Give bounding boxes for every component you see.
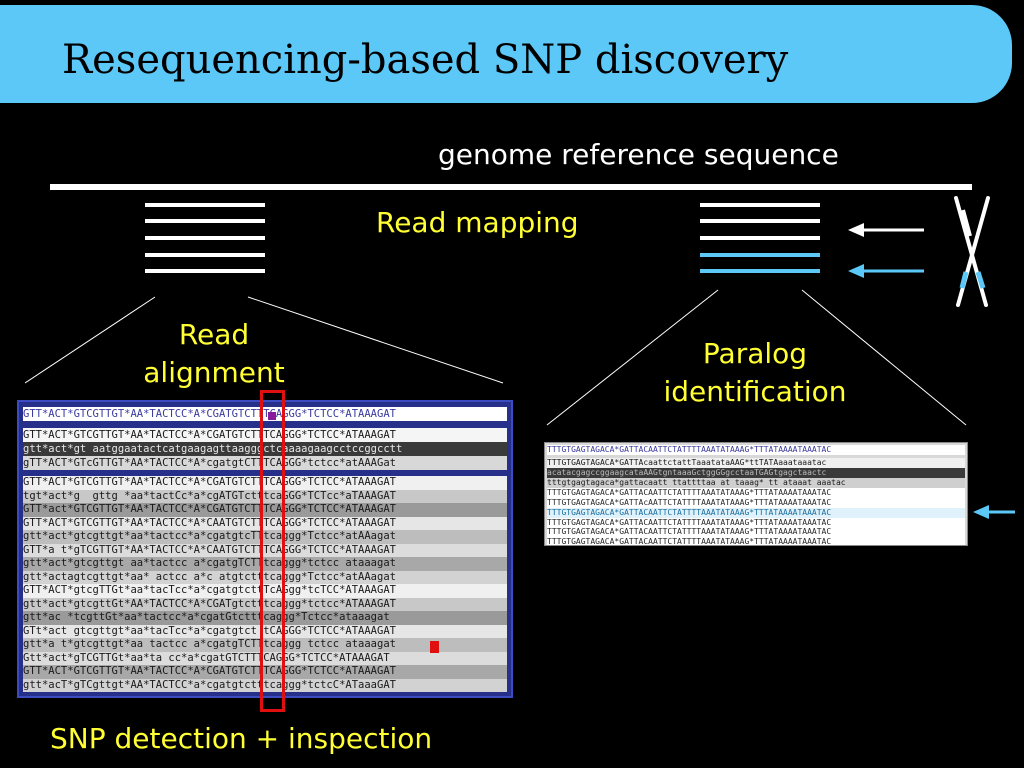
paralog-read-row: TTTGTGAGTAGACA*GATTACAATTCTATTTTAAATATAA… (547, 488, 965, 498)
white-arrow (848, 223, 924, 237)
paralog-label: Paralog identification (640, 335, 870, 411)
alignment-read-row: GTt*act gtcgttgt*aa*tacTcc*a*cgatgtct tC… (23, 624, 507, 638)
alignment-read-row: gtt*acT*gTCgttgt*AA*TACTCC*a*cgatgtctttc… (23, 678, 507, 692)
alignment-group-1: GTT*ACT*GTCGTTGT*AA*TACTCC*A*CGATGTCTTTC… (23, 428, 507, 470)
snp-highlight-dot (268, 412, 276, 420)
paralog-read-row: TTTGTGAGTAGACA*GATTACAATTCTATTTTAAATATAA… (547, 508, 965, 518)
alignment-read-row: GTT*act*GTCGTTGT*AA*TACTCC*A*CGATGTCTTTC… (23, 503, 507, 517)
snp-highlight-cell (430, 641, 439, 653)
read-alignment-label-line2: alignment (143, 356, 285, 389)
alignment-read-row: GTT*ACT*GTCGTTGT*AA*TACTCC*A*CGATGTCTTTC… (23, 428, 507, 442)
paralog-row-arrow (973, 505, 1015, 519)
blue-arrow (848, 264, 924, 278)
alignment-read-row: GTT*ACT*GTCGTTGT*AA*TACTCC*A*CAATGTCTTTC… (23, 516, 507, 530)
read-alignment-label: Read alignment (120, 316, 308, 392)
alignment-read-row: GTT*ACT*gtcgTTGt*aa*tacTcc*a*cgatgtcttTc… (23, 584, 507, 598)
paralog-header-row: TTTGTGAGTAGACA*GATTACAATTCTATTTTAAATATAA… (547, 445, 965, 455)
alignment-read-row: GTT*ACT*GTCGTTGT*AA*TACTCC*A*CGATGTCTTTC… (23, 665, 507, 679)
alignment-read-row: gtt*act*gtcgttGt*AA*TACTCC*A*CGATgtctttc… (23, 597, 507, 611)
paralog-label-line2: identification (663, 375, 847, 408)
alignment-read-row: gtt*act*gt aatggaatactcatgaagagttaagggct… (23, 442, 507, 456)
page-title: Resequencing-based SNP discovery (62, 37, 789, 83)
paralog-read-row: TTTGTGAGTAGACA*GATTACAATTCTATTTTAAATATAA… (547, 517, 965, 527)
read-alignment-label-line1: Read (178, 318, 250, 351)
alignment-read-row: GTT*ACT*GTCGTTGT*AA*TACTCC*A*CGATGTCTTTC… (23, 476, 507, 490)
alignment-read-row: gTT*ACT*GTcGTTGT*AA*TACTCC*A*cgatgtCTTTC… (23, 456, 507, 470)
paralog-read-row: acatacgagccggaagcataAAGtgntaaaGctggGGgcc… (547, 468, 965, 478)
alignment-header-row: GTT*ACT*GTCGTTGT*AA*TACTCC*A*CGATGTCTTTC… (23, 407, 507, 421)
zoom-line (24, 296, 156, 384)
paralog-alignment-panel: TTTGTGAGTAGACA*GATTACAATTCTATTTTAAATATAA… (544, 442, 968, 546)
zoom-line (247, 296, 504, 384)
left-read-stack (145, 203, 265, 273)
paralog-read-row: tttgtgagtagaca*gattacaatt ttattttaa at t… (547, 478, 965, 488)
paralog-read-row: TTTGTGAGTAGACA*GATTAcAATTCTATTTTAAATATAA… (547, 498, 965, 508)
alignment-read-row: gtt*act*gtcgttgt*aa*tactcc*a*cgatgtcTTtc… (23, 530, 507, 544)
paralog-group-2: TTTGTGAGTAGACA*GATTACAATTCTATTTTAAATATAA… (547, 508, 965, 545)
title-bar: Resequencing-based SNP discovery (0, 5, 1012, 103)
paralog-read-row: TTTGTGAGTAGACA*GATTAcaattctattTaaatataAA… (547, 458, 965, 468)
zoom-line (801, 289, 967, 426)
paralog-read-row: TTTGTGAGTAGACA*GATTACAATTCTATTTTAAATATAA… (547, 527, 965, 537)
alignment-read-row: GTT*a t*gTCGTTGT*AA*TACTCC*A*CAATGTCTTTC… (23, 543, 507, 557)
alignment-read-row: gtt*act*gtcgttgt aa*tactcc a*cgatgTCTTtc… (23, 557, 507, 571)
alignment-read-row: gtt*actagtcgttgt*aa* actcc a*c atgtctttc… (23, 570, 507, 584)
paralog-group-1: TTTGTGAGTAGACA*GATTAcaattctattTaaatataAA… (547, 458, 965, 508)
alignment-read-row: gtt*a t*gtcgttgt*aa tactcc a*cgatgTCTTtc… (23, 638, 507, 652)
paralog-label-line1: Paralog (702, 337, 808, 370)
right-read-stack (700, 203, 820, 273)
read-alignment-panel: GTT*ACT*GTCGTTGT*AA*TACTCC*A*CGATGTCTTTC… (17, 400, 513, 698)
alignment-group-2: GTT*ACT*GTCGTTGT*AA*TACTCC*A*CGATGTCTTTC… (23, 476, 507, 692)
chromosome-icon (954, 196, 990, 307)
snp-detection-label: SNP detection + inspection (50, 722, 433, 755)
reference-label: genome reference sequence (438, 138, 839, 171)
read-mapping-label: Read mapping (376, 206, 579, 239)
snp-marker-box (260, 390, 285, 712)
alignment-read-row: gtt*ac *tcgttGt*aa*tactcc*a*cgatGtctttca… (23, 611, 507, 625)
paralog-read-row: TTTGTGAGTAGACA*GATTACAATTCTATTTTAAATATAA… (547, 536, 965, 545)
alignment-read-row: Gtt*act*gTCGTTGt*aa*ta cc*a*cgatGTCTTTCA… (23, 651, 507, 665)
zoom-line (546, 289, 719, 426)
alignment-read-row: tgt*act*g gttg *aa*tactCc*a*cgATGTctttca… (23, 489, 507, 503)
